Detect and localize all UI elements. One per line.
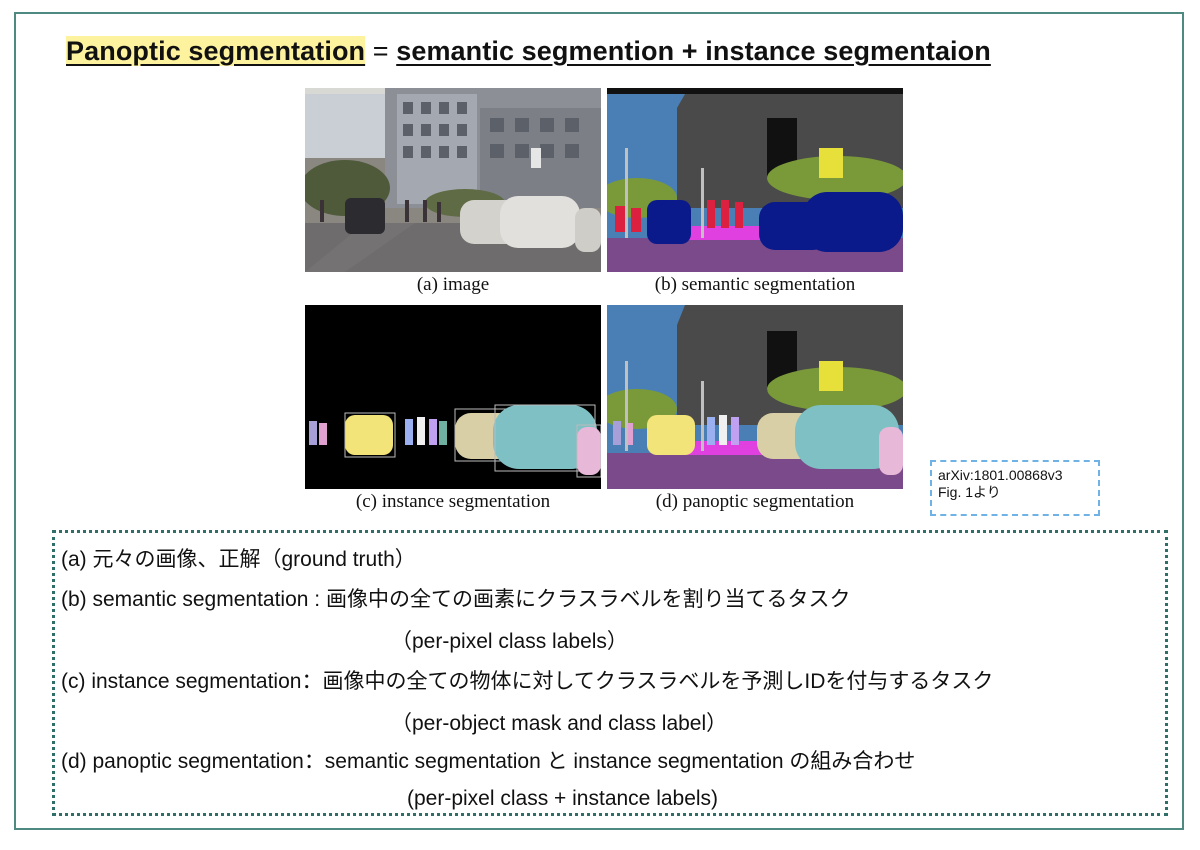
- semantic-segmentation-map: [607, 88, 903, 272]
- caption-d: (d) panoptic segmentation: [655, 491, 855, 512]
- panel-image: [305, 88, 601, 272]
- panoptic-segmentation-map: [607, 305, 903, 489]
- explanation-box: (a) 元々の画像、正解（ground truth） (b) semantic …: [52, 530, 1168, 816]
- title-rest: semantic segmention + instance segmentai…: [396, 36, 991, 66]
- legend-c: (c) instance segmentation：画像中の全ての物体に対してク…: [61, 670, 994, 693]
- street-photo: [305, 88, 601, 272]
- legend-b: (b) semantic segmentation : 画像中の全ての画素にクラ…: [61, 588, 851, 611]
- panel-panoptic: [607, 305, 903, 489]
- caption-b: (b) semantic segmentation: [654, 274, 856, 295]
- citation-box: arXiv:1801.00868v3 Fig. 1より: [930, 460, 1100, 516]
- title-highlight: Panoptic segmentation: [66, 36, 366, 66]
- legend-c-sub: （per-object mask and class label）: [391, 712, 728, 735]
- caption-a: (a) image: [416, 274, 490, 295]
- citation-arxiv: arXiv:1801.00868v3: [938, 467, 1063, 483]
- slide-title: Panoptic segmentation = semantic segment…: [66, 36, 991, 67]
- title-equals: =: [365, 36, 397, 66]
- panel-instance: [305, 305, 601, 489]
- legend-d-sub: (per-pixel class + instance labels): [407, 787, 719, 810]
- legend-d: (d) panoptic segmentation：semantic segme…: [61, 750, 916, 773]
- legend-a: (a) 元々の画像、正解（ground truth）: [61, 548, 416, 571]
- slide-frame: [14, 12, 1184, 830]
- caption-c: (c) instance segmentation: [355, 491, 551, 512]
- panel-semantic: [607, 88, 903, 272]
- instance-segmentation-map: [305, 305, 601, 489]
- citation-figure: Fig. 1より: [938, 484, 1001, 500]
- legend-b-sub: （per-pixel class labels）: [391, 630, 628, 653]
